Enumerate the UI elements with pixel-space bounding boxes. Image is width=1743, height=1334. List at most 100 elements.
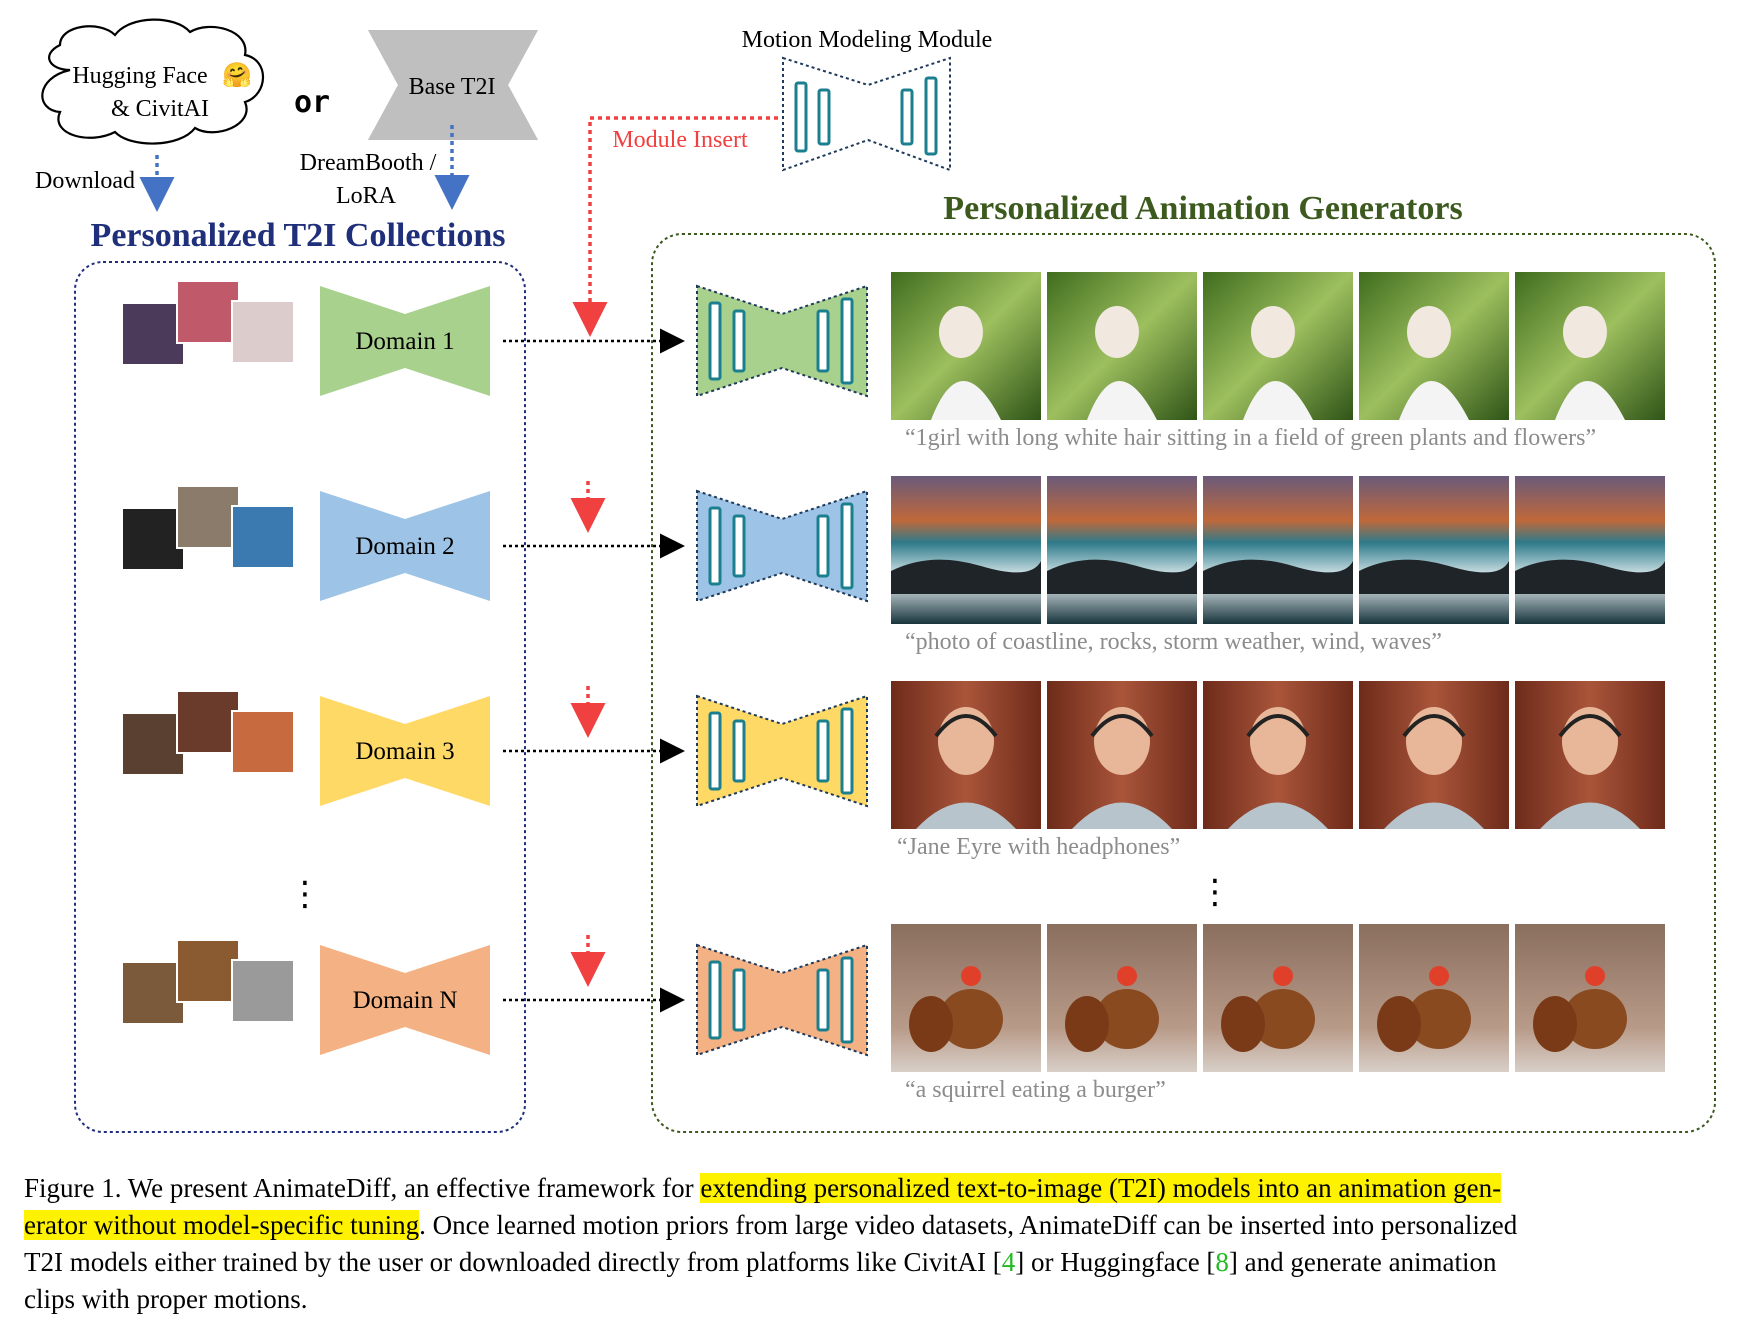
subject-shape xyxy=(931,381,1001,420)
subject-shape xyxy=(1407,306,1451,358)
collections-title: Personalized T2I Collections xyxy=(91,217,506,254)
motion-module-block xyxy=(782,56,951,172)
rock-shape xyxy=(1515,559,1665,594)
download-label: Download xyxy=(35,168,135,194)
motion-layer xyxy=(732,514,746,578)
prompt-text: “1girl with long white hair sitting in a… xyxy=(905,425,1596,451)
subject-shape xyxy=(1087,381,1157,420)
domain-row-4: Domain N“a squirrel eating a burger” xyxy=(121,924,1665,1103)
base-t2i-block: Base T2I xyxy=(368,30,538,140)
subject-shape xyxy=(1429,966,1449,986)
subject-shape xyxy=(1251,306,1295,358)
figure-caption: Figure 1. We present AnimateDiff, an eff… xyxy=(24,1170,1719,1318)
domain-row-3: Domain 3 “Jane Eyre with headphones” xyxy=(121,681,1665,860)
motion-layer xyxy=(840,502,854,590)
animation-frame xyxy=(891,476,1041,624)
generators-title: Personalized Animation Generators xyxy=(943,190,1462,227)
subject-shape xyxy=(1095,306,1139,358)
headphones-shape xyxy=(934,714,998,738)
dreambooth-label: DreamBooth / xyxy=(300,150,437,176)
ref-link-4[interactable]: 4 xyxy=(1001,1247,1016,1277)
subject-shape xyxy=(939,306,983,358)
subject-shape xyxy=(1273,966,1293,986)
sample-thumbnail xyxy=(176,690,240,754)
domain-row-2: Domain 2 “photo of coastline, rocks, stor… xyxy=(121,476,1665,655)
headphones-shape xyxy=(1558,714,1622,738)
headphones-shape xyxy=(1090,714,1154,738)
subject-shape xyxy=(1251,989,1315,1049)
sample-thumbnail xyxy=(231,710,295,774)
hub-label: Hugging Face xyxy=(72,63,207,89)
domain-label: Domain 1 xyxy=(355,328,454,355)
source-cloud: Hugging Face 🤗 & CivitAI xyxy=(41,18,265,145)
motion-module-title: Motion Modeling Module xyxy=(742,27,993,53)
subject-shape xyxy=(961,966,981,986)
animation-frame xyxy=(1515,476,1665,624)
motion-layer xyxy=(708,960,722,1040)
subject-shape xyxy=(939,989,1003,1049)
caption-label: Figure 1. xyxy=(24,1173,122,1203)
subject-shape xyxy=(1563,989,1627,1049)
right-ellipsis: ⋮ xyxy=(1198,872,1232,912)
domain-block xyxy=(320,491,490,601)
motion-layer xyxy=(816,309,830,373)
prompt-text: “photo of coastline, rocks, storm weathe… xyxy=(905,629,1442,655)
rock-shape xyxy=(891,559,1041,594)
hub2-label: & CivitAI xyxy=(111,96,209,122)
module-insert-label: Module Insert xyxy=(612,127,748,153)
sample-thumbnail xyxy=(176,939,240,1003)
hugging-face-emoji-icon: 🤗 xyxy=(222,62,252,89)
domain-label: Domain 3 xyxy=(355,738,454,765)
subject-shape xyxy=(1221,996,1265,1052)
sample-thumbnail xyxy=(121,507,185,571)
domain-row-1: Domain 1 “1girl with long white hair sitt… xyxy=(121,272,1665,451)
left-ellipsis: ⋮ xyxy=(288,874,322,914)
domain-label: Domain 2 xyxy=(355,533,454,560)
domain-block xyxy=(320,696,490,806)
sample-thumbnail xyxy=(176,485,240,549)
subject-shape xyxy=(1406,707,1462,775)
sample-thumbnail xyxy=(231,300,295,364)
prompt-text: “Jane Eyre with headphones” xyxy=(897,834,1180,860)
headphones-shape xyxy=(1246,714,1310,738)
subject-shape xyxy=(1228,802,1328,829)
subject-shape xyxy=(1243,381,1313,420)
rock-shape xyxy=(1203,559,1353,594)
domain-block xyxy=(320,286,490,396)
generators-box xyxy=(651,233,1716,1133)
or-label: or xyxy=(294,85,330,120)
subject-shape xyxy=(1065,996,1109,1052)
motion-layer xyxy=(708,711,722,791)
motion-layer xyxy=(732,309,746,373)
caption-highlight-1: extending personalized text-to-image (T2… xyxy=(700,1173,1502,1203)
animation-frame xyxy=(1203,476,1353,624)
subject-shape xyxy=(1585,966,1605,986)
rock-shape xyxy=(1359,559,1509,594)
subject-shape xyxy=(1562,707,1618,775)
subject-shape xyxy=(916,802,1016,829)
subject-shape xyxy=(1563,306,1607,358)
subject-shape xyxy=(1399,381,1469,420)
motion-layer xyxy=(816,968,830,1032)
subject-shape xyxy=(1377,996,1421,1052)
subject-shape xyxy=(1117,966,1137,986)
ref-link-8[interactable]: 8 xyxy=(1215,1247,1229,1277)
caption-text-1: We present AnimateDiff, an effective fra… xyxy=(121,1173,701,1203)
motion-layer xyxy=(816,719,830,783)
subject-shape xyxy=(1072,802,1172,829)
caption-highlight-2: erator without model-specific tuning xyxy=(24,1210,420,1240)
motion-layer xyxy=(840,956,854,1044)
lora-label: LoRA xyxy=(336,183,397,209)
subject-shape xyxy=(938,707,994,775)
subject-shape xyxy=(909,996,953,1052)
sample-thumbnail xyxy=(231,505,295,569)
domain-block xyxy=(320,945,490,1055)
caption-text-4: ] or Huggingface [ xyxy=(1015,1247,1216,1277)
subject-shape xyxy=(1250,707,1306,775)
sample-thumbnail xyxy=(176,280,240,344)
prompt-text: “a squirrel eating a burger” xyxy=(905,1077,1166,1103)
sample-thumbnail xyxy=(121,302,185,366)
caption-text-6: clips with proper motions. xyxy=(24,1284,308,1314)
subject-shape xyxy=(1407,989,1471,1049)
motion-layer xyxy=(708,506,722,586)
